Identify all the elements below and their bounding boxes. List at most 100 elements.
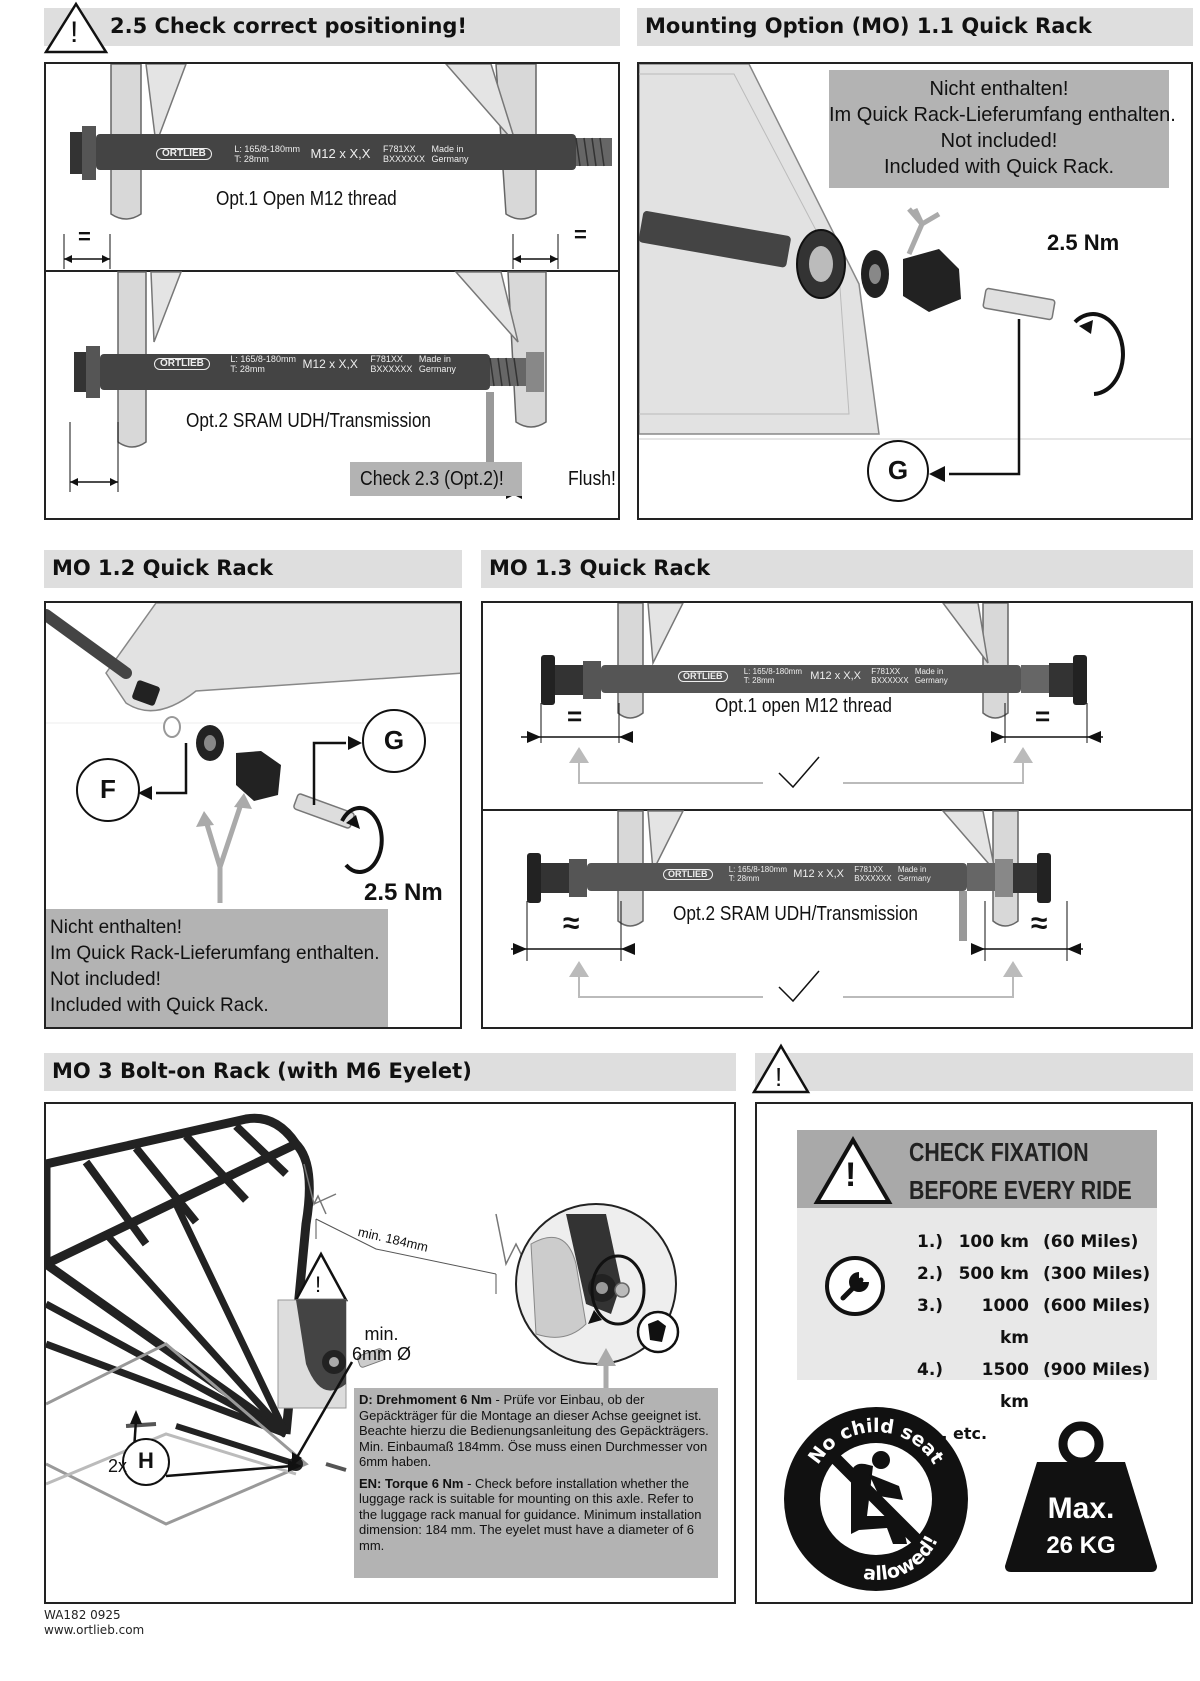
- equal-sign-right: =: [574, 222, 587, 247]
- mo11-note-line4: Included with Quick Rack.: [883, 156, 1115, 178]
- mo12-note-line4: Included with Quick Rack.: [50, 995, 269, 1016]
- mo12-note-line2: Im Quick Rack-Lieferumfang enthalten.: [50, 943, 380, 964]
- mo11-illustration: [639, 64, 1191, 482]
- header-mo13-title: MO 1.3 Quick Rack: [489, 556, 711, 580]
- warning-exclamation: !: [315, 1272, 322, 1297]
- max-label: Max.: [1047, 1492, 1115, 1525]
- axle-thread: M12 x X,X: [793, 867, 844, 880]
- mo13-opt1-label: Opt.1 open M12 thread: [715, 695, 892, 717]
- mo11-note-line3: Not included!: [940, 130, 1058, 152]
- warning-exclamation: !: [70, 16, 79, 49]
- footer-code: WA182 0925: [44, 1608, 121, 1622]
- mo11-note-line1: Nicht enthalten!: [929, 78, 1069, 100]
- approx-sign-left: ≈: [563, 907, 580, 940]
- divider: [46, 270, 618, 272]
- mo3-min-dia: min. 6mm Ø: [352, 1324, 412, 1364]
- mo13-opt2-label: Opt.2 SRAM UDH/Transmission: [673, 903, 918, 925]
- max-weight: 26 KG: [1046, 1532, 1116, 1559]
- header-mo13: MO 1.3 Quick Rack: [481, 550, 1193, 588]
- mo3-de-heading: D: Drehmoment 6 Nm: [359, 1392, 492, 1407]
- wrench-icon: [825, 1256, 885, 1316]
- mo11-note-line2: Im Quick Rack-Lieferumfang enthalten.: [829, 104, 1176, 126]
- interval-row: 1.) 100 km (60 Miles): [917, 1232, 1139, 1252]
- divider: [483, 809, 1191, 811]
- warning-exclamation: !: [775, 1062, 783, 1092]
- panel-mo12: F G 2.5 Nm Nicht enthalten! Im Quick Rac…: [44, 601, 462, 1029]
- axle-brand: ORTLIEB: [663, 868, 713, 880]
- header-mo3-title: MO 3 Bolt-on Rack (with M6 Eyelet): [52, 1059, 472, 1083]
- weight-icon: [1005, 1421, 1157, 1572]
- warning-triangle-icon: [43, 1, 109, 54]
- axle-brand: ORTLIEB: [154, 358, 210, 370]
- mo13-opt1-illustration: [521, 603, 1103, 789]
- mo12-torque: 2.5 Nm: [364, 879, 443, 906]
- axle-thread: M12 x X,X: [310, 146, 371, 161]
- axle-print: ORTLIEB L: 165/8-180mm T: 28mm M12 x X,X…: [663, 865, 931, 883]
- mo3-rack-illustration: [46, 1113, 680, 1526]
- panel-mo3: min. 184mm ! min. 6mm Ø H 2x D: Drehmome…: [44, 1102, 736, 1604]
- axle-made: Made in Germany: [914, 667, 948, 685]
- mo3-en-text: EN: Torque 6 Nm - Check before installat…: [359, 1475, 702, 1553]
- footer: WA182 0925 www.ortlieb.com: [44, 1608, 144, 1638]
- header-mo11-title: Mounting Option (MO) 1.1 Quick Rack: [645, 14, 1092, 38]
- axle-brand: ORTLIEB: [156, 148, 212, 160]
- axle-code: F781XX BXXXXXX: [370, 354, 413, 374]
- equal-sign-left: =: [78, 224, 91, 249]
- fixation-title: CHECK FIXATION BEFORE EVERY RIDE: [909, 1137, 1132, 1205]
- check-label: Check 2.3 (Opt.2)!: [360, 468, 504, 490]
- header-mo11: Mounting Option (MO) 1.1 Quick Rack: [637, 8, 1193, 46]
- mo11-note-box: [829, 70, 1169, 188]
- mo12-note-box: [46, 909, 388, 1027]
- mo11-ref-g: G: [867, 440, 929, 502]
- axle-print: ORTLIEB L: 165/8-180mm T: 28mm M12 x X,X…: [154, 354, 456, 374]
- warning-triangle-icon: [751, 1043, 811, 1094]
- axle-thread: M12 x X,X: [810, 669, 861, 682]
- panel-warning: ! CHECK FIXATION BEFORE EVERY RIDE 1.) 1…: [755, 1102, 1193, 1604]
- axle-code: F781XX BXXXXXX: [382, 144, 425, 164]
- mo11-note: Nicht enthalten! Im Quick Rack-Lieferumf…: [829, 76, 1176, 180]
- axle-print: ORTLIEB L: 165/8-180mm T: 28mm M12 x X,X…: [678, 667, 948, 685]
- axle-made: Made in Germany: [897, 865, 931, 883]
- equal-sign-right: =: [1035, 701, 1051, 731]
- header-positioning: 2.5 Check correct positioning!: [44, 8, 620, 46]
- axle-spec: L: 165/8-180mm T: 28mm: [728, 865, 787, 883]
- frame-dropout-illustration: [63, 64, 612, 269]
- flush-label: Flush!: [568, 468, 616, 490]
- mo11-torque: 2.5 Nm: [1047, 230, 1120, 255]
- mo12-ref-f: F: [76, 758, 140, 822]
- axle-thread: M12 x X,X: [302, 357, 358, 371]
- mo3-qty: 2x: [108, 1456, 128, 1476]
- header-mo12-title: MO 1.2 Quick Rack: [52, 556, 274, 580]
- axle-made: Made in Germany: [431, 144, 469, 164]
- axle-spec: L: 165/8-180mm T: 28mm: [230, 354, 296, 374]
- panel-mo13: ORTLIEB L: 165/8-180mm T: 28mm M12 x X,X…: [481, 601, 1193, 1029]
- approx-sign-right: ≈: [1031, 907, 1048, 940]
- mo3-text-box: [354, 1388, 718, 1578]
- check-label-box: [350, 462, 522, 496]
- mo3-de-text: D: Drehmoment 6 Nm - Prüfe vor Einbau, o…: [359, 1392, 709, 1469]
- warning-triangle-icon: [813, 1136, 893, 1204]
- header-mo3: MO 3 Bolt-on Rack (with M6 Eyelet): [44, 1053, 736, 1091]
- axle-spec: L: 165/8-180mm T: 28mm: [234, 144, 300, 164]
- axle-made: Made in Germany: [418, 354, 456, 374]
- header-warning: [755, 1053, 1193, 1091]
- panel-positioning: ORTLIEB L: 165/8-180mm T: 28mm M12 x X,X…: [44, 62, 620, 520]
- header-mo12: MO 1.2 Quick Rack: [44, 550, 462, 588]
- axle-print: ORTLIEB L: 165/8-180mm T: 28mm M12 x X,X…: [156, 144, 469, 164]
- frame-udh-illustration: [69, 271, 547, 499]
- mo3-en-heading: EN: Torque 6 Nm: [359, 1475, 464, 1491]
- mo12-ref-g: G: [362, 709, 426, 773]
- interval-row: 4.) 1500 km (900 Miles): [917, 1360, 1151, 1412]
- mo12-illustration: [46, 603, 460, 903]
- mo3-text: D: Drehmoment 6 Nm - Prüfe vor Einbau, o…: [359, 1392, 715, 1553]
- fixation-exclamation: !: [845, 1156, 857, 1194]
- interval-row: 2.) 500 km (300 Miles): [917, 1264, 1151, 1284]
- mo12-note: Nicht enthalten! Im Quick Rack-Lieferumf…: [50, 915, 380, 1019]
- no-child-seat-icon: No child seat allowed!: [784, 1407, 968, 1591]
- axle-brand: ORTLIEB: [678, 670, 728, 682]
- mo13-opt2-illustration: [511, 810, 1083, 1003]
- axle-spec: L: 165/8-180mm T: 28mm: [743, 667, 802, 685]
- mo3-ref-h: H: [122, 1438, 170, 1486]
- axle-code: F781XX BXXXXXX: [871, 667, 909, 685]
- axle-code: F781XX BXXXXXX: [854, 865, 892, 883]
